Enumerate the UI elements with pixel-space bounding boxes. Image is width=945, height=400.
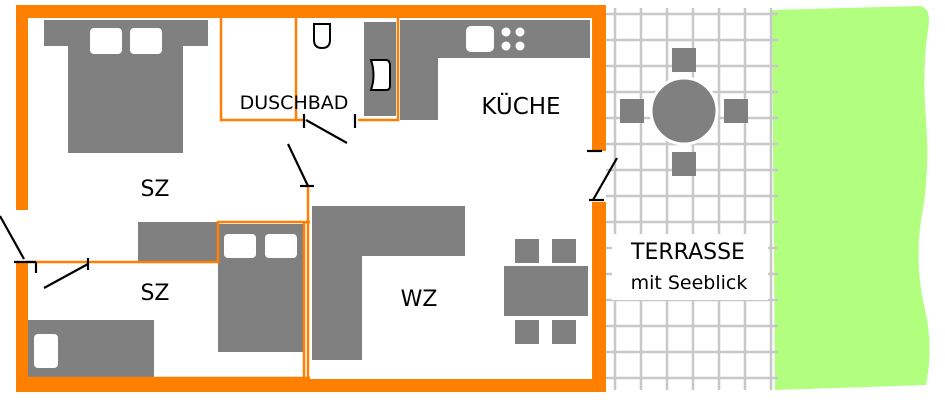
kitchen-appliances: [466, 26, 525, 52]
pillow: [34, 334, 58, 368]
dining-table: [504, 266, 588, 316]
hob-burner: [501, 27, 511, 37]
room-label-living-room: WZ: [401, 287, 438, 312]
sofa-short: [312, 206, 465, 256]
outer-walls: [16, 5, 606, 392]
room-label-bedroom-1: SZ: [140, 177, 169, 202]
toilet-icon: [313, 23, 331, 50]
terrace-title: TERRASSE: [630, 240, 745, 265]
dining-chair-3: [515, 320, 539, 344]
terrace-door: [592, 157, 618, 201]
terrace-chair-bottom: [672, 152, 696, 176]
wall-left-upper: [16, 5, 28, 210]
pillow: [90, 28, 122, 54]
washbasin-icon: [369, 59, 391, 91]
room-label-bathroom: DUSCHBAD: [240, 92, 349, 114]
double-bed-top-body: [68, 20, 183, 153]
kitchen-counter-side: [400, 20, 438, 120]
terrace-chair-right: [724, 99, 748, 123]
bedroom-sideboard: [138, 222, 218, 262]
room-label-bedroom-2: SZ: [140, 281, 169, 306]
terrace-round-table: [649, 76, 719, 146]
terrace-label-background: [612, 234, 768, 300]
hob-burner: [515, 41, 525, 51]
terrace-chair-top: [672, 48, 696, 72]
inner-walls: [26, 18, 400, 382]
entrance-door: [0, 215, 25, 260]
bathroom-door: [305, 119, 348, 144]
pillow: [130, 28, 162, 54]
dining-chair-1: [515, 239, 539, 263]
wall-top: [16, 5, 606, 18]
terrace-chair-left: [620, 99, 644, 123]
lawn-area: [772, 6, 930, 390]
doors: [0, 114, 618, 289]
bedroom2-door: [43, 263, 89, 289]
pillows: [34, 28, 297, 368]
kitchen-sink-icon: [466, 26, 494, 52]
wall-left-lower: [16, 263, 28, 390]
bedroom2-wall-top: [26, 220, 310, 264]
wall-right-upper: [592, 5, 606, 151]
hob-burner: [501, 41, 511, 51]
hob-burner: [515, 27, 525, 37]
pillow: [265, 234, 297, 258]
terrace-table-set: [620, 48, 748, 176]
bathroom-wall-right: [358, 18, 400, 122]
bathroom-wall: [219, 18, 304, 122]
bathroom-fixtures: [313, 23, 391, 91]
dining-chair-2: [552, 239, 576, 263]
pillow: [224, 234, 256, 258]
wall-right-lower: [592, 202, 606, 392]
living-door: [287, 143, 309, 187]
room-label-kitchen: KÜCHE: [481, 92, 560, 120]
terrace-subtitle: mit Seeblick: [631, 272, 748, 294]
dining-chair-4: [552, 320, 576, 344]
wall-bottom: [16, 379, 606, 392]
